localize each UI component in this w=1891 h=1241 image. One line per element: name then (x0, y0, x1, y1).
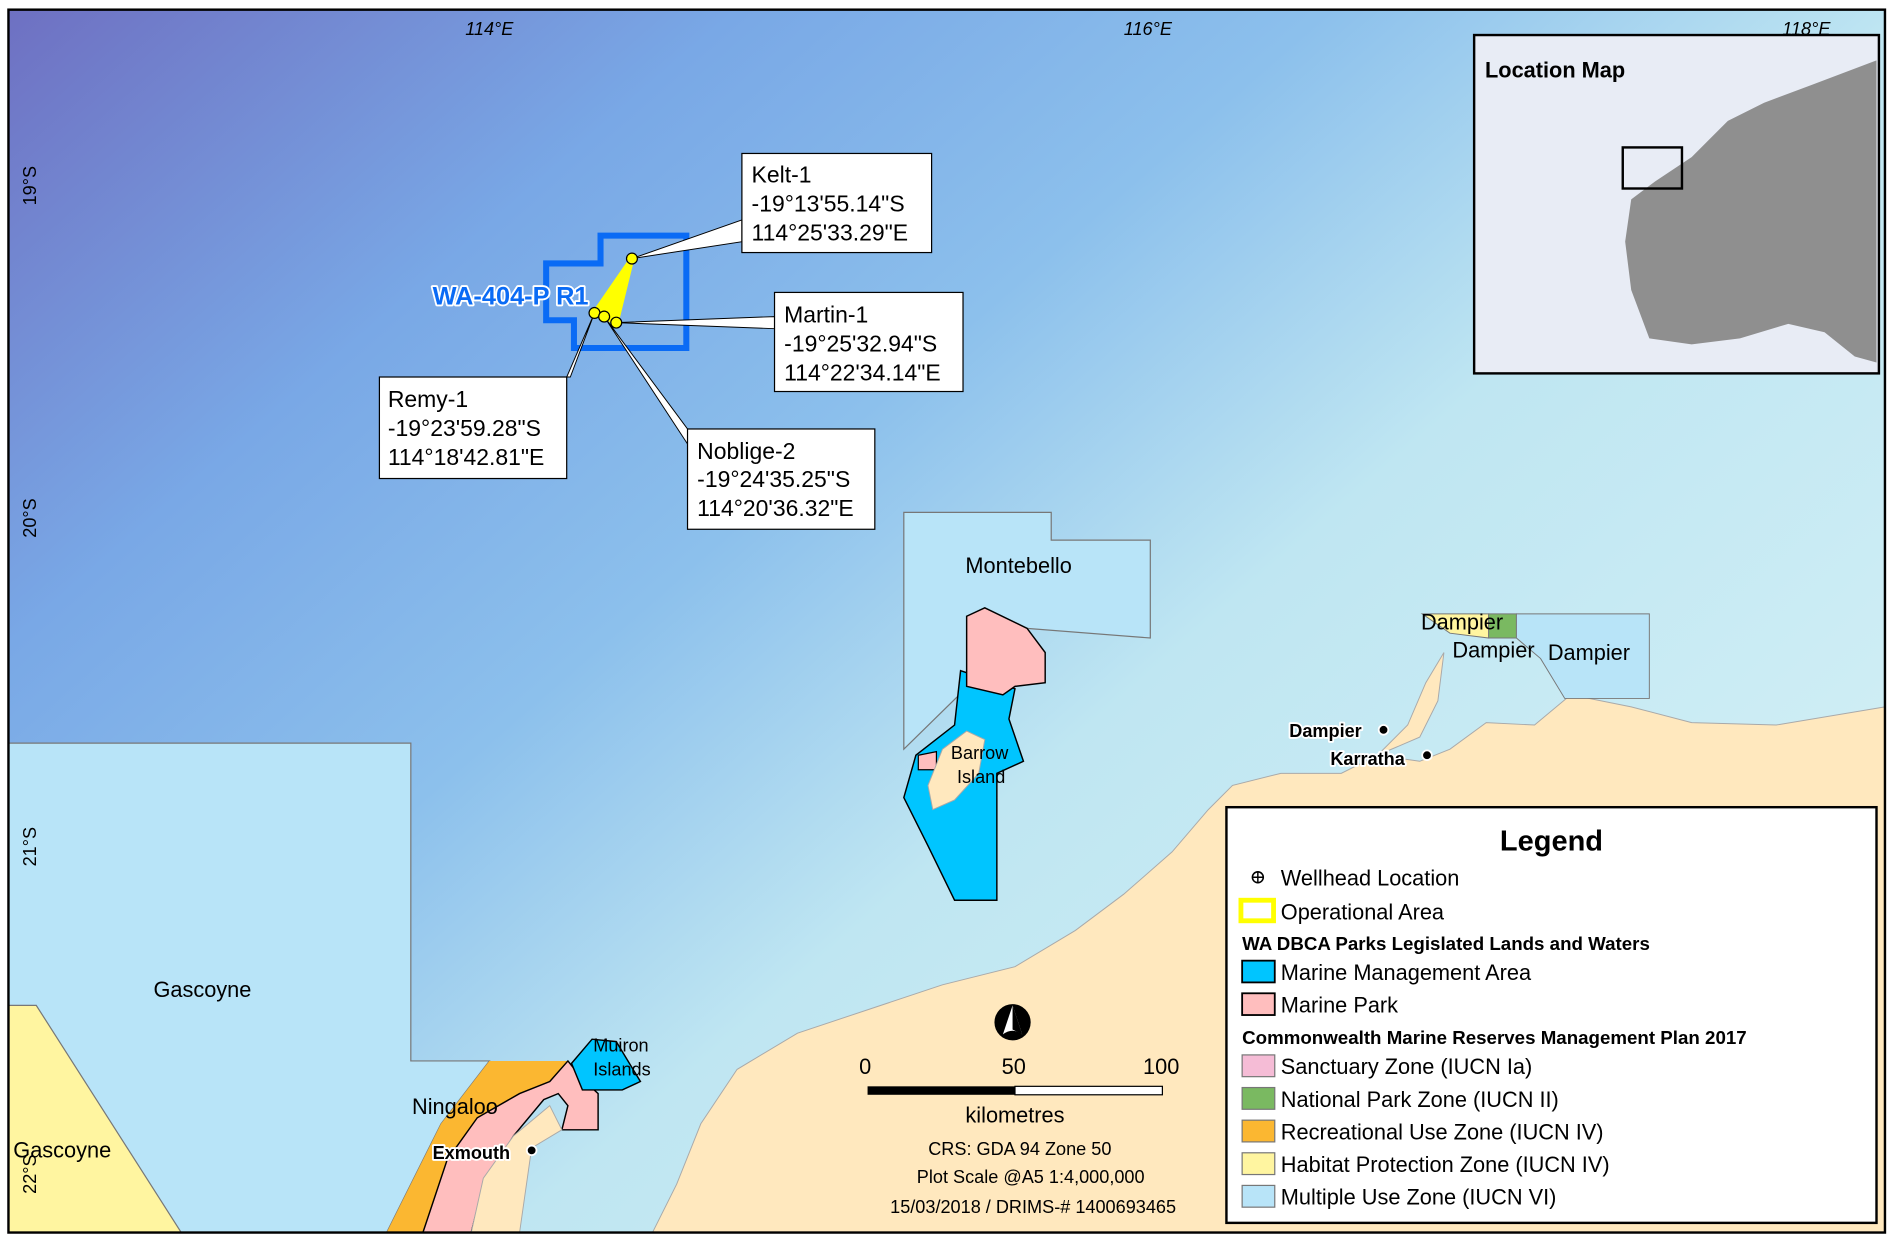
lat-label: 19°S (20, 166, 40, 205)
callout-leaders (565, 219, 776, 450)
lon-label: 114°E (465, 19, 514, 39)
legend-swatch (1241, 1119, 1276, 1143)
town-label: Dampier (1289, 721, 1361, 741)
barrow-marine-park (917, 750, 938, 771)
town-dot-icon (1377, 724, 1390, 736)
montebello-multiple-use-zone (903, 511, 1151, 751)
wellhead-icon (598, 310, 611, 323)
area-labels: Montebello Barrow Island Dampier Dampier… (13, 553, 1630, 1163)
gascoyne-muz-label: Gascoyne (153, 977, 251, 1002)
svg-text:National Park Zone (IUCN II): National Park Zone (IUCN II) (1281, 1087, 1559, 1112)
svg-text:-19°13'55.14"S: -19°13'55.14"S (752, 190, 905, 216)
svg-text:-19°24'35.25"S: -19°24'35.25"S (697, 466, 850, 492)
svg-text:Sanctuary Zone (IUCN Ia): Sanctuary Zone (IUCN Ia) (1281, 1054, 1532, 1079)
legend-swatch (1241, 992, 1276, 1016)
svg-text:-19°25'32.94"S: -19°25'32.94"S (784, 331, 937, 357)
svg-text:114°22'34.14"E: 114°22'34.14"E (784, 360, 940, 386)
map-frame (7, 8, 1887, 1234)
gascoyne-habitat-protection-zone (8, 1004, 182, 1233)
legend-swatch (1241, 1152, 1276, 1176)
wellhead-markers (588, 252, 638, 329)
wellhead-icon (625, 252, 638, 265)
wellhead-icon (1251, 871, 1265, 884)
dampier-multiple-use-zone (1515, 613, 1650, 699)
callout-noblige-2[interactable]: Noblige-2 -19°24'35.25"S 114°20'36.32"E (686, 428, 876, 530)
callout-martin-1[interactable]: Martin-1 -19°25'32.94"S 114°22'34.14"E (773, 291, 964, 393)
svg-text:Martin-1: Martin-1 (784, 302, 868, 328)
gascoyne-hpz-label: Gascoyne (13, 1138, 111, 1163)
location-extent-box (1621, 146, 1684, 190)
dampier-hpz-label: Dampier (1421, 610, 1503, 635)
svg-text:114°20'36.32"E: 114°20'36.32"E (697, 495, 853, 521)
australia-landmass (1625, 60, 1877, 363)
svg-text:Marine Park: Marine Park (1281, 993, 1398, 1018)
lon-label: 116°E (1124, 19, 1173, 39)
svg-text:Noblige-2: Noblige-2 (697, 438, 795, 464)
dampier-archipelago (1377, 652, 1445, 756)
muiron-label: Islands (593, 1059, 650, 1079)
town-label: Exmouth (433, 1143, 510, 1163)
montebello-label: Montebello (965, 553, 1071, 578)
town-dot-icon (1421, 749, 1433, 761)
operational-area-swatch (1238, 897, 1276, 924)
lat-label: 20°S (20, 498, 40, 537)
scale-unit: kilometres (965, 1103, 1064, 1128)
legend-group-heading: Commonwealth Marine Reserves Management … (1242, 1027, 1747, 1048)
svg-text:Wellhead Location: Wellhead Location (1281, 866, 1460, 891)
permit-label: WA-404-P R1 (433, 283, 589, 311)
svg-text:50: 50 (1002, 1054, 1026, 1079)
svg-text:Marine Management Area: Marine Management Area (1281, 960, 1532, 985)
exmouth-peninsula (470, 1104, 563, 1233)
towns: Dampier Karratha Exmouth (431, 719, 1433, 1165)
callout-kelt-1[interactable]: Kelt-1 -19°13'55.14"S 114°25'33.29"E (741, 152, 933, 254)
legend-swatch (1241, 959, 1276, 984)
svg-text:Operational Area: Operational Area (1281, 900, 1445, 925)
ningaloo-label: Ningaloo (412, 1094, 498, 1119)
montebello-marine-park (965, 607, 1046, 696)
permit-boundary-wa-404-p (543, 232, 690, 352)
lat-label: 22°S (20, 1154, 40, 1193)
dampier-muz-label: Dampier (1548, 640, 1630, 665)
legend-swatch (1241, 1086, 1276, 1110)
legend-title: Legend (1500, 826, 1603, 858)
legend-swatch (1241, 1054, 1276, 1078)
svg-text:114°25'33.29"E: 114°25'33.29"E (752, 219, 908, 245)
lat-label: 21°S (20, 827, 40, 866)
ningaloo-recreational-zone (386, 1060, 568, 1233)
date-ref-text: 15/03/2018 / DRIMS-# 1400693465 (890, 1197, 1176, 1217)
muiron-marine-management-area (570, 1038, 642, 1091)
callout-remy-1[interactable]: Remy-1 -19°23'59.28"S 114°18'42.81"E (378, 376, 568, 480)
location-map-title: Location Map (1485, 57, 1625, 82)
plot-scale-text: Plot Scale @A5 1:4,000,000 (917, 1167, 1145, 1187)
svg-text:100: 100 (1143, 1054, 1179, 1079)
crs-text: CRS: GDA 94 Zone 50 (928, 1139, 1111, 1159)
muiron-label: Muiron (593, 1035, 648, 1055)
legend-swatch (1241, 1184, 1276, 1208)
svg-text:114°18'42.81"E: 114°18'42.81"E (388, 444, 544, 470)
scale-bar: 0 50 100 kilometres CRS: GDA 94 Zone 50 … (859, 1054, 1179, 1217)
svg-text:-19°23'59.28"S: -19°23'59.28"S (388, 415, 541, 441)
svg-text:Recreational Use Zone (IUCN IV: Recreational Use Zone (IUCN IV) (1281, 1119, 1604, 1144)
dampier-npz-label: Dampier (1452, 637, 1534, 662)
legend: Legend Wellhead Location Operational Are… (1225, 805, 1878, 1225)
svg-text:Kelt-1: Kelt-1 (752, 161, 812, 187)
left-axis-labels: 19°S 20°S 21°S 22°S (20, 166, 40, 1194)
barrow-label: Island (957, 767, 1005, 787)
legend-group-heading: WA DBCA Parks Legislated Lands and Water… (1242, 933, 1650, 954)
svg-text:0: 0 (859, 1054, 871, 1079)
town-label: Karratha (1330, 749, 1405, 769)
barrow-island (927, 730, 986, 811)
svg-text:Habitat Protection Zone (IUCN: Habitat Protection Zone (IUCN IV) (1281, 1152, 1610, 1177)
north-arrow-icon (994, 1004, 1031, 1041)
town-dot-icon (525, 1144, 538, 1157)
svg-text:Multiple Use Zone (IUCN VI): Multiple Use Zone (IUCN VI) (1281, 1185, 1557, 1210)
svg-text:Remy-1: Remy-1 (388, 386, 468, 412)
wellhead-icon (610, 316, 623, 329)
barrow-label: Barrow (951, 743, 1009, 763)
location-map-inset: Location Map (1472, 33, 1881, 375)
